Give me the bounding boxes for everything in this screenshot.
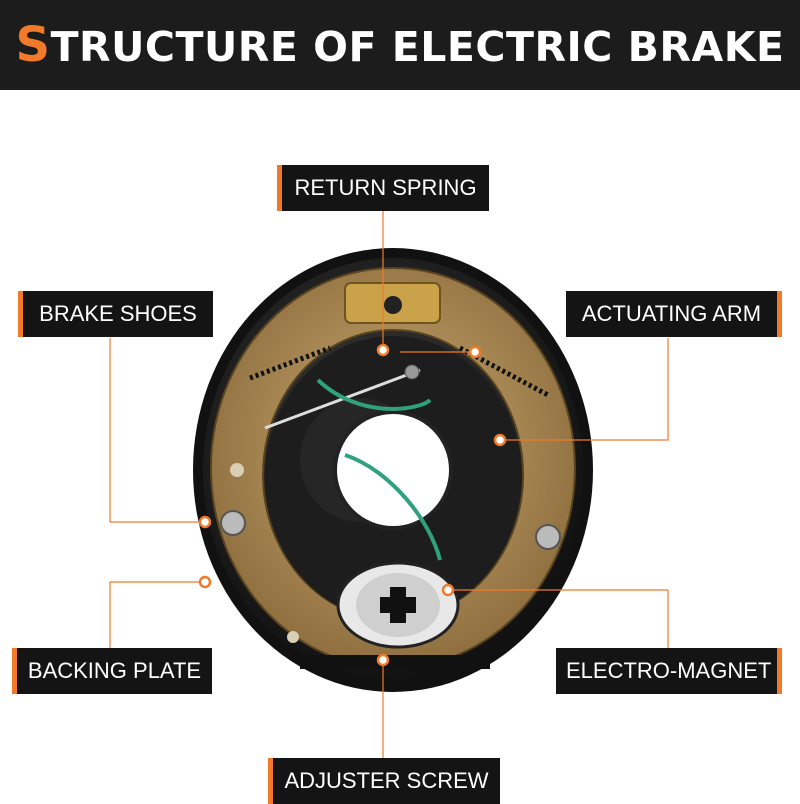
- page-title: STRUCTURE OF ELECTRIC BRAKE: [0, 0, 800, 90]
- callout-dot-electro-magnet: [441, 583, 455, 597]
- callout-dot-actuating-arm: [493, 433, 507, 447]
- return-spring-right: [458, 345, 550, 398]
- magnet-wire: [316, 378, 442, 561]
- adjuster-screw-body: [300, 655, 490, 669]
- callout-dot-backing-plate: [198, 575, 212, 589]
- stud-right: [535, 524, 561, 550]
- callout-dot-brake-shoes: [198, 515, 212, 529]
- center-hole: [333, 410, 453, 530]
- header-bar: [0, 0, 800, 90]
- actuating-arm: [264, 368, 421, 430]
- label-adjuster-screw: ADJUSTER SCREW: [268, 758, 500, 804]
- callout-dot-return-spring: [376, 343, 390, 357]
- callout-dot-actuating-arm-2: [468, 345, 482, 359]
- stud-left: [220, 510, 246, 536]
- callout-line-electro-magnet: [448, 589, 669, 648]
- label-electro-magnet: ELECTRO-MAGNET: [556, 648, 782, 694]
- label-return-spring: RETURN SPRING: [277, 165, 489, 211]
- label-brake-shoes: BRAKE SHOES: [18, 291, 213, 337]
- callout-line-backing-plate: [109, 581, 205, 648]
- callout-line-actuating-arm: [500, 338, 669, 441]
- electro-magnet: [336, 561, 460, 649]
- title-text: TRUCTURE OF ELECTRIC BRAKE: [50, 23, 785, 71]
- anchor-pin: [344, 282, 441, 324]
- backing-plate: [193, 248, 593, 692]
- label-backing-plate: BACKING PLATE: [12, 648, 212, 694]
- brake-shoe-ring: [209, 267, 576, 669]
- callout-dot-adjuster-screw: [376, 653, 390, 667]
- label-actuating-arm: ACTUATING ARM: [566, 291, 782, 337]
- callout-line-brake-shoes: [109, 338, 205, 523]
- title-accent-letter: S: [15, 17, 51, 73]
- return-spring-left: [249, 345, 331, 381]
